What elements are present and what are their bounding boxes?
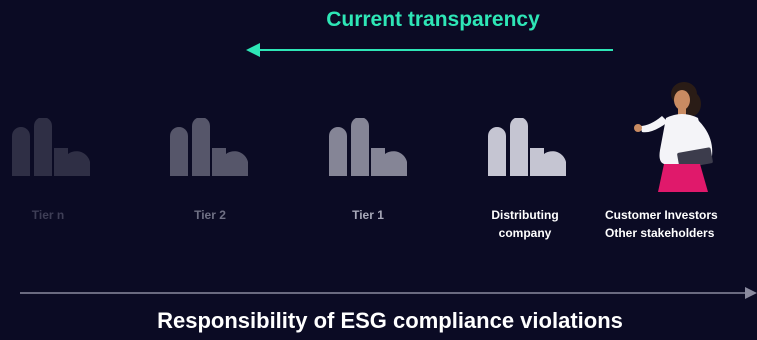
tier-n-label-line: Tier n bbox=[31, 208, 65, 222]
distributing-company-label-line-1: Distributing bbox=[491, 208, 559, 222]
tier-n-label: Tier n bbox=[0, 206, 108, 224]
distributing-company-label-line-2: company bbox=[498, 226, 552, 240]
current-transparency-label: Current transparency bbox=[326, 8, 540, 31]
factory-icon-tier-n bbox=[12, 118, 90, 176]
responsibility-arrow-right bbox=[20, 287, 757, 299]
tier-1-label: Tier 1 bbox=[308, 206, 428, 224]
factory-icon-distributing-company bbox=[488, 118, 566, 176]
transparency-arrow-left bbox=[246, 43, 613, 57]
factory-icon-tier-2 bbox=[170, 118, 248, 176]
customer-label-line-2: Other stakeholders bbox=[605, 226, 715, 240]
customer-label: Customer Investors Other stakeholders bbox=[605, 206, 757, 242]
factory-icon-tier-1 bbox=[329, 118, 407, 176]
customer-person-illustration bbox=[634, 82, 713, 192]
tier-1-label-line: Tier 1 bbox=[352, 208, 384, 222]
tier-2-label-line: Tier 2 bbox=[194, 208, 226, 222]
customer-label-line-1: Customer Investors bbox=[605, 208, 718, 222]
responsibility-label: Responsibility of ESG compliance violati… bbox=[157, 308, 623, 333]
distributing-company-label: Distributing company bbox=[465, 206, 585, 242]
tier-2-label: Tier 2 bbox=[150, 206, 270, 224]
